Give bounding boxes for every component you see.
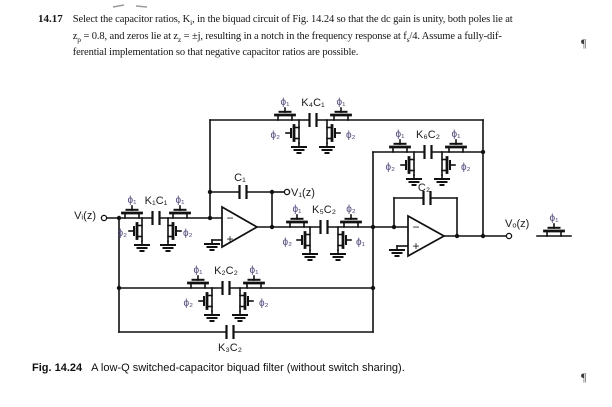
vin-terminal bbox=[100, 214, 108, 222]
phase-label: ϕ₁ bbox=[250, 265, 260, 276]
phase-label: ϕ₁ bbox=[337, 97, 347, 108]
phi-shunt-switch bbox=[434, 151, 456, 186]
opamp-triangle bbox=[407, 214, 446, 258]
opamp1-ground bbox=[204, 239, 220, 251]
phi-shunt-switch bbox=[160, 217, 182, 252]
label-k5c2: K₅C₂ bbox=[312, 204, 336, 216]
label-c1: C₁ bbox=[234, 172, 246, 184]
phase-label: ϕ₂ bbox=[259, 298, 269, 309]
opamp-triangle bbox=[221, 205, 259, 249]
phase-label: ϕ₁ bbox=[194, 265, 204, 276]
figure-number: Fig. 14.24 bbox=[32, 362, 83, 374]
label-k6c2: K₆C₂ bbox=[416, 129, 440, 141]
phase-label: ϕ₁ bbox=[281, 97, 291, 108]
capacitor-k1c1 bbox=[151, 211, 161, 225]
capacitor-k4c1 bbox=[308, 113, 318, 127]
phi-shunt-switch bbox=[330, 226, 352, 261]
phase-label: ϕ₂ bbox=[386, 162, 396, 173]
v1-terminal bbox=[283, 188, 291, 196]
phase-label: ϕ₁ bbox=[128, 195, 138, 206]
opamp-1: − + bbox=[221, 205, 259, 249]
phi-shunt-switch bbox=[400, 151, 422, 186]
phase-label: ϕ₁ bbox=[356, 237, 366, 248]
pilcrow-mark: ¶ bbox=[581, 36, 587, 50]
opamp1-plus-input: + bbox=[226, 232, 233, 246]
phase-label: ϕ₂ bbox=[346, 130, 356, 141]
phi-shunt-switch bbox=[319, 119, 341, 154]
phi-shunt-switch bbox=[232, 287, 254, 322]
opamp-2: − + bbox=[407, 214, 446, 258]
problem-line-3: ferential implementation so that negativ… bbox=[72, 47, 359, 58]
phi-series-switch bbox=[340, 214, 362, 228]
phase-label: ϕ₂ bbox=[183, 228, 193, 239]
phi-shunt-switch bbox=[296, 226, 318, 261]
labels: ϕ₁ K₁C₁ ϕ₁ ϕ₂ ϕ₂ ϕ₁ K₄C₁ ϕ₁ ϕ₂ ϕ₂ ϕ₁ K₆C… bbox=[74, 97, 559, 354]
phase-label: ϕ₁ bbox=[452, 129, 462, 140]
phi-shunt-switch bbox=[285, 119, 307, 154]
phi-series-switch bbox=[389, 139, 411, 153]
opamp2-ground bbox=[389, 245, 405, 257]
capacitor-k2c2 bbox=[221, 281, 231, 295]
phi-shunt-switch bbox=[128, 217, 150, 252]
capacitor-k5c2 bbox=[319, 220, 329, 234]
wires bbox=[103, 119, 572, 333]
scan-artifact bbox=[112, 4, 148, 8]
problem-line-2: zp = 0.8, and zeros lie at zz = ±j, resu… bbox=[72, 30, 502, 44]
label-vout: Vₒ(z) bbox=[505, 218, 529, 230]
label-k2c2: K₂C₂ bbox=[214, 265, 238, 277]
phi-series-switch bbox=[274, 107, 296, 121]
problem-number: 14.17 bbox=[38, 13, 63, 25]
figure-caption: Fig. 14.24 A low-Q switched-capacitor bi… bbox=[32, 362, 405, 374]
figure-caption-text: A low-Q switched-capacitor biquad filter… bbox=[91, 362, 405, 374]
phase-label: ϕ₂ bbox=[346, 204, 356, 215]
phase-label: ϕ₂ bbox=[184, 298, 194, 309]
phi-series-switch bbox=[445, 139, 467, 153]
label-k3c2: K₃C₂ bbox=[218, 342, 242, 354]
phase-label: ϕ₁ bbox=[293, 204, 303, 215]
phi-series-switch bbox=[330, 107, 352, 121]
phase-label: ϕ₂ bbox=[461, 162, 471, 173]
phase-label: ϕ₂ bbox=[118, 228, 128, 239]
phase-label: ϕ₁ bbox=[550, 213, 560, 224]
capacitor-c1 bbox=[238, 185, 248, 199]
opamp1-minus-input: − bbox=[226, 211, 233, 225]
label-k4c1: K₄C₁ bbox=[301, 97, 325, 109]
label-v1: V₁(z) bbox=[291, 187, 315, 199]
capacitor-k3c2 bbox=[225, 325, 235, 339]
phi-shunt-switch bbox=[198, 287, 220, 322]
label-c2: C₂ bbox=[418, 182, 430, 194]
vout-terminal bbox=[505, 232, 513, 240]
pilcrow-mark: ¶ bbox=[581, 370, 587, 384]
phi-series-switch bbox=[243, 275, 265, 289]
capacitor-k6c2 bbox=[423, 145, 433, 159]
label-vin: Vᵢ(z) bbox=[74, 210, 96, 222]
capacitor-c2 bbox=[422, 191, 432, 205]
junction-dots bbox=[116, 149, 486, 291]
phi-series-switch bbox=[169, 205, 191, 219]
label-k1c1: K₁C₁ bbox=[145, 195, 168, 207]
phase-label: ϕ₂ bbox=[283, 237, 293, 248]
opamp2-plus-input: + bbox=[412, 239, 419, 253]
phase-label: ϕ₁ bbox=[396, 129, 406, 140]
output-sampling-switch bbox=[543, 223, 565, 237]
problem-line-1: Select the capacitor ratios, Ki, in the … bbox=[72, 14, 513, 28]
phi-series-switch bbox=[121, 205, 143, 219]
phi-series-switch bbox=[286, 214, 308, 228]
problem-statement: 14.17 Select the capacitor ratios, Ki, i… bbox=[38, 13, 590, 59]
phase-label: ϕ₂ bbox=[271, 130, 281, 141]
problem-text: Select the capacitor ratios, Ki, in the … bbox=[73, 13, 590, 59]
opamp2-minus-input: − bbox=[412, 220, 419, 234]
phi-series-switch bbox=[187, 275, 209, 289]
phase-label: ϕ₁ bbox=[176, 195, 186, 206]
